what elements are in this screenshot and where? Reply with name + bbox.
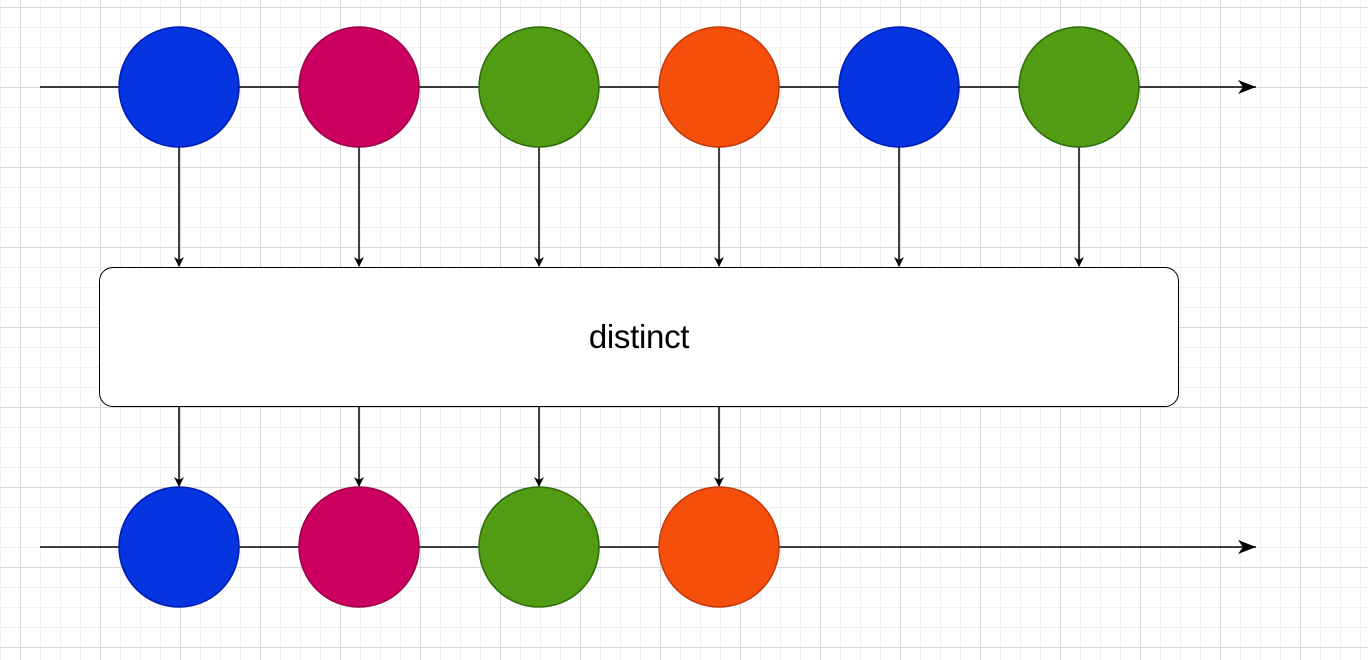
input-marble-green-6 — [1018, 26, 1140, 148]
output-marble-magenta-2 — [298, 486, 420, 608]
input-marble-blue-1 — [118, 26, 240, 148]
input-marble-green-3 — [478, 26, 600, 148]
input-marble-orange-4 — [658, 26, 780, 148]
output-marble-orange-4 — [658, 486, 780, 608]
output-marbles — [118, 486, 780, 608]
input-marble-blue-5 — [838, 26, 960, 148]
input-marble-magenta-2 — [298, 26, 420, 148]
input-marbles — [118, 26, 1140, 148]
connector-arrows — [174, 147, 1084, 487]
output-marble-green-3 — [478, 486, 600, 608]
operator-label: distinct — [588, 318, 690, 355]
operator-box-distinct: distinct — [99, 267, 1179, 407]
output-marble-blue-1 — [118, 486, 240, 608]
